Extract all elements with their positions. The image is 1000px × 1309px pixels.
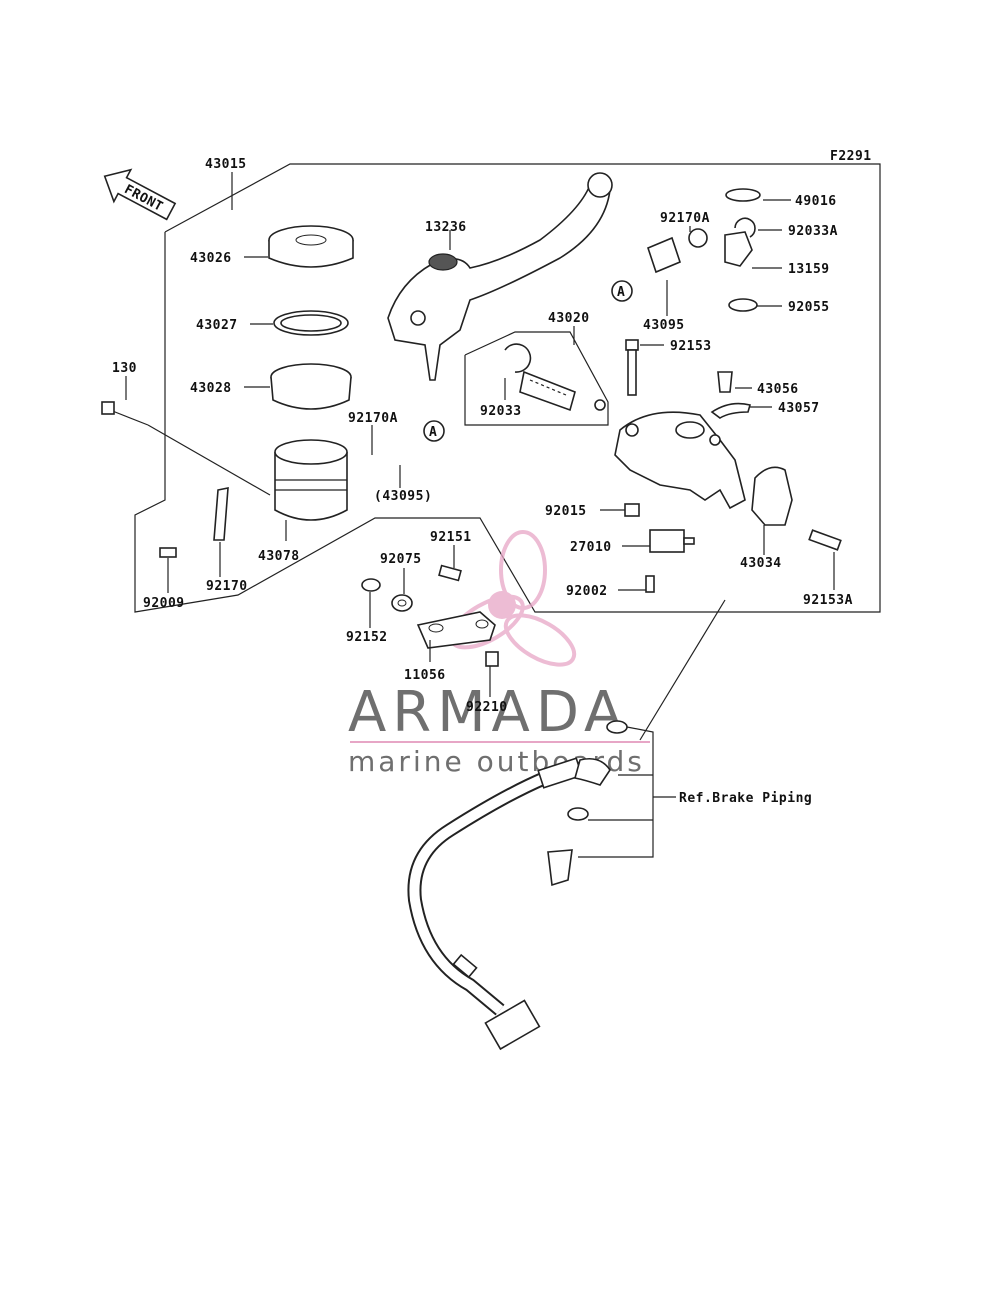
label-43028: 43028 <box>190 381 232 396</box>
clamp-holder <box>751 466 793 526</box>
bleeder-valve <box>717 371 733 393</box>
screw-92009 <box>159 547 177 558</box>
label-43095: 43095 <box>643 318 685 333</box>
label-92152: 92152 <box>346 630 388 645</box>
label-92153A: 92153A <box>803 593 853 608</box>
brake-switch <box>649 529 695 553</box>
front-arrow-icon: FRONT <box>103 168 177 221</box>
piston-assembly <box>504 343 606 412</box>
label-92170A-right: 92170A <box>660 211 710 226</box>
label-43095-paren: (43095) <box>374 489 432 504</box>
callout-a-right: A <box>611 280 633 302</box>
label-13159: 13159 <box>788 262 830 277</box>
label-92153: 92153 <box>670 339 712 354</box>
bolt-92153A <box>808 529 842 551</box>
label-43015: 43015 <box>205 157 247 172</box>
label-92055: 92055 <box>788 300 830 315</box>
label-43026: 43026 <box>190 251 232 266</box>
label-13236: 13236 <box>425 220 467 235</box>
label-43056: 43056 <box>757 382 799 397</box>
label-92210: 92210 <box>466 700 508 715</box>
reservoir-diaphragm <box>270 363 352 410</box>
label-43034: 43034 <box>740 556 782 571</box>
ref-brake-piping-label: Ref.Brake Piping <box>679 791 812 806</box>
master-cylinder-body <box>614 411 746 510</box>
leader-lines <box>125 172 835 858</box>
label-92170A-left: 92170A <box>348 411 398 426</box>
hose-clamp-right <box>688 228 708 248</box>
label-43078: 43078 <box>258 549 300 564</box>
grommet-92075 <box>391 594 413 612</box>
watermark-brand: ARMADA <box>348 680 628 745</box>
brake-lever <box>387 172 613 381</box>
inlet-fitting <box>724 188 761 312</box>
screw-92002 <box>645 575 655 593</box>
reservoir-plate <box>273 310 349 336</box>
reservoir-cap <box>268 225 354 268</box>
label-92009: 92009 <box>143 596 185 611</box>
label-43027: 43027 <box>196 318 238 333</box>
label-43057: 43057 <box>778 401 820 416</box>
group-boundary <box>134 163 881 613</box>
label-92015: 92015 <box>545 504 587 519</box>
bleeder-cap <box>710 402 751 419</box>
bolt-92210 <box>485 651 499 667</box>
label-92170: 92170 <box>206 579 248 594</box>
collar-92152 <box>361 578 381 592</box>
label-11056: 11056 <box>404 668 446 683</box>
label-27010: 27010 <box>570 540 612 555</box>
label-92033: 92033 <box>480 404 522 419</box>
reservoir-hose-right <box>647 236 681 274</box>
bracket-11056 <box>416 611 496 649</box>
pivot-bolt <box>625 339 639 396</box>
figure-code: F2291 <box>830 149 872 164</box>
bolt-92151 <box>438 564 462 582</box>
label-130: 130 <box>112 361 137 376</box>
bolt-130 <box>101 401 271 496</box>
label-92033A: 92033A <box>788 224 838 239</box>
label-43020: 43020 <box>548 311 590 326</box>
svg-text:A: A <box>617 285 625 300</box>
reservoir-bracket <box>213 487 229 541</box>
propeller-logo-icon <box>449 530 577 667</box>
svg-text:A: A <box>429 425 437 440</box>
nut-92015 <box>624 503 640 517</box>
reservoir-tank <box>274 439 348 521</box>
label-92002: 92002 <box>566 584 608 599</box>
label-49016: 49016 <box>795 194 837 209</box>
callout-a-left: A <box>423 420 445 442</box>
watermark: ARMADA marine outboards <box>348 530 650 778</box>
label-92151: 92151 <box>430 530 472 545</box>
brake-hose <box>407 720 628 1051</box>
label-92075: 92075 <box>380 552 422 567</box>
